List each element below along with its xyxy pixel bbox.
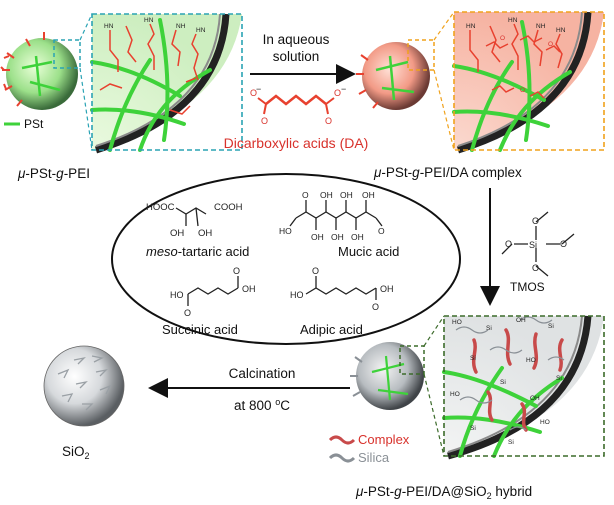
tmos-label: TMOS <box>510 280 545 294</box>
amine-label-2: HN <box>144 17 154 24</box>
succinic-structure: HO O O OH <box>170 266 256 318</box>
svg-text:O: O <box>548 41 553 48</box>
pst-legend: PSt <box>4 117 44 131</box>
svg-text:HN: HN <box>556 27 566 34</box>
svg-text:OH: OH <box>362 190 375 200</box>
svg-text:HO: HO <box>450 391 460 398</box>
svg-text:O: O <box>500 35 505 42</box>
meso-tartaric-structure: HOOC COOH OH OH <box>146 202 243 239</box>
svg-text:Si: Si <box>548 323 554 330</box>
svg-text:O: O <box>560 239 567 249</box>
svg-text:O: O <box>532 263 539 273</box>
svg-text:OH: OH <box>340 190 353 200</box>
svg-text:OH: OH <box>198 228 212 239</box>
sio2-particle <box>43 345 125 427</box>
svg-text:Si: Si <box>556 375 562 382</box>
particle3-caption: μ-PSt-g-PEI/DA@SiO2 hybrid <box>355 484 532 501</box>
dicarboxylic-label: Dicarboxylic acids (DA) <box>224 135 369 151</box>
amine-label-1: HN <box>104 23 114 30</box>
svg-text:O: O <box>233 266 240 276</box>
svg-text:OH: OH <box>516 317 526 324</box>
svg-text:OH: OH <box>170 228 184 239</box>
particle2-caption: μ-PSt-g-PEI/DA complex <box>373 165 522 180</box>
svg-text:Si: Si <box>486 325 492 332</box>
svg-text:O: O <box>372 302 379 312</box>
tmos-structure: Si O O O O <box>501 211 575 277</box>
mucic-label: Mucic acid <box>338 244 399 259</box>
svg-text:HO: HO <box>290 290 304 300</box>
svg-text:Si: Si <box>470 355 476 362</box>
svg-text:OH: OH <box>380 284 394 294</box>
svg-text:HO: HO <box>452 319 462 326</box>
svg-text:O: O <box>334 88 341 98</box>
svg-text:OH: OH <box>530 395 540 402</box>
hybrid-legend: Complex Silica <box>328 432 410 465</box>
svg-text:COOH: COOH <box>214 202 243 213</box>
svg-text:−: − <box>256 84 261 94</box>
svg-text:HN: HN <box>466 23 476 30</box>
mucic-structure: HO O OH OH OH OH OH OH O <box>279 190 385 242</box>
svg-text:HO: HO <box>526 357 536 364</box>
svg-text:O: O <box>532 216 539 226</box>
svg-text:O: O <box>325 116 332 126</box>
svg-text:OH: OH <box>320 190 333 200</box>
amine-label-4: HN <box>196 27 206 34</box>
legend-complex-label: Complex <box>358 432 410 447</box>
zoom-panel-complex: HN HN NH HN O O O <box>452 11 605 154</box>
step1-label-line1: In aqueous <box>263 32 330 47</box>
svg-text:O: O <box>378 226 385 236</box>
svg-text:Si: Si <box>470 425 476 432</box>
pst-legend-label: PSt <box>24 117 44 131</box>
svg-text:HO: HO <box>170 290 184 300</box>
legend-silica-label: Silica <box>358 450 390 465</box>
dicarboxylate-structure: O − O O − O <box>250 84 346 126</box>
svg-text:OH: OH <box>311 232 324 242</box>
acid-panel: HOOC COOH OH OH meso-tartaric acid HO O … <box>111 173 461 345</box>
svg-text:OH: OH <box>242 284 256 294</box>
svg-text:O: O <box>302 190 309 200</box>
svg-text:HN: HN <box>508 17 518 24</box>
svg-text:HOOC: HOOC <box>146 202 175 213</box>
svg-text:O: O <box>261 116 268 126</box>
temperature-label: at 800 oC <box>234 397 290 413</box>
svg-text:HO: HO <box>540 419 550 426</box>
sio2-label: SiO2 <box>62 444 90 461</box>
particle-pst-g-pei-da-complex <box>356 39 435 110</box>
svg-text:NH: NH <box>536 23 546 30</box>
svg-text:O: O <box>250 88 257 98</box>
svg-text:Si: Si <box>508 439 514 446</box>
svg-text:−: − <box>341 84 346 94</box>
particle-hybrid <box>350 342 425 410</box>
amine-label-3: NH <box>176 23 186 30</box>
particle1-caption: μ-PSt-g-PEI <box>17 166 90 181</box>
calcination-label: Calcination <box>229 366 296 381</box>
svg-text:O: O <box>505 239 512 249</box>
svg-text:OH: OH <box>331 232 344 242</box>
svg-text:O: O <box>312 266 319 276</box>
zoom-panel-pst-g-pei: HN HN NH HN <box>90 13 243 154</box>
adipic-structure: HO O OH O <box>290 266 394 312</box>
particle-pst-g-pei: PSt <box>0 32 81 131</box>
zoom-panel-hybrid: HO Si OH Si Si HO Si HO Si OH Si HO Si <box>442 315 605 460</box>
adipic-label: Adipic acid <box>300 322 363 337</box>
step1-label-line2: solution <box>273 49 320 64</box>
svg-text:O: O <box>520 87 525 94</box>
meso-tartaric-label: meso-tartaric acid <box>146 244 249 259</box>
svg-text:Si: Si <box>500 379 506 386</box>
svg-text:O: O <box>184 308 191 318</box>
svg-text:HO: HO <box>279 226 292 236</box>
svg-text:OH: OH <box>351 232 364 242</box>
svg-text:Si: Si <box>529 240 537 250</box>
succinic-label: Succinic acid <box>162 322 238 337</box>
